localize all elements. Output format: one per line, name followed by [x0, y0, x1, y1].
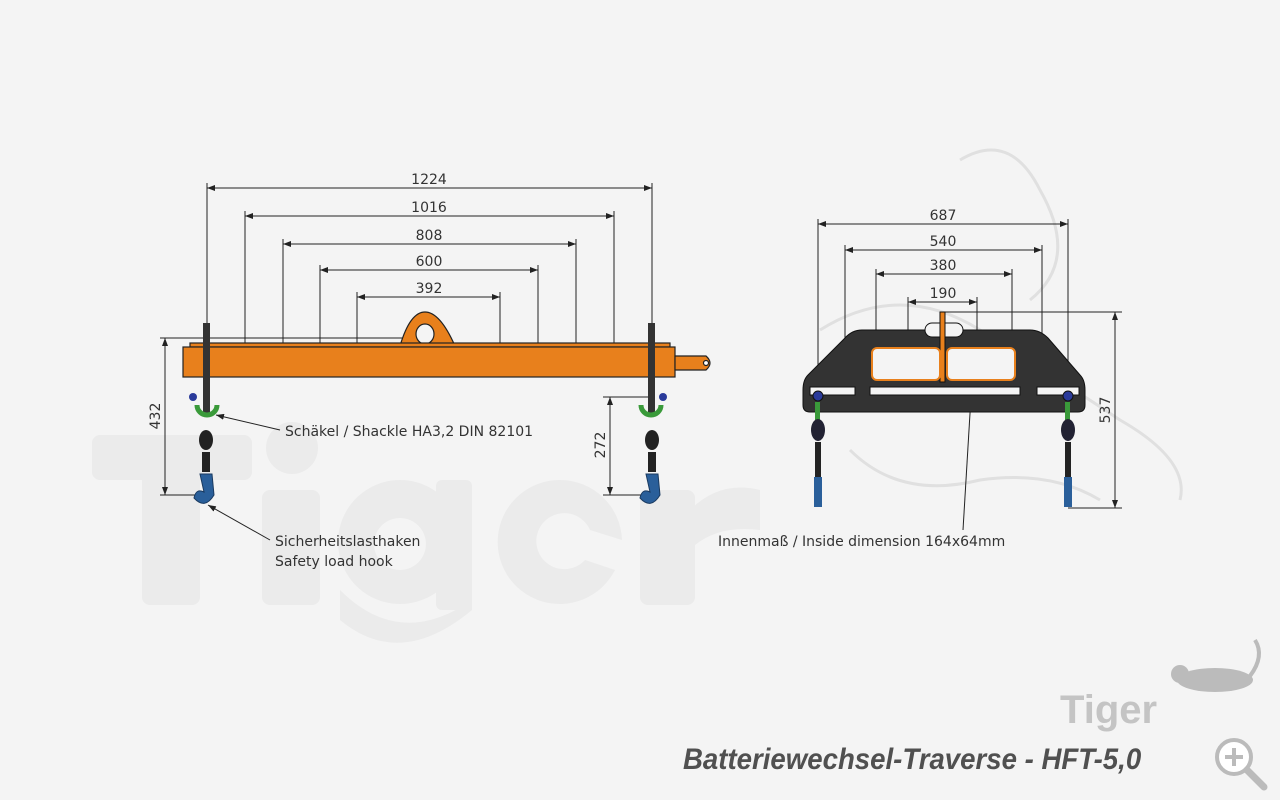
right-hook-assembly [638, 323, 667, 504]
end-view-hooks [811, 402, 1075, 507]
dim-537: 537 [1098, 397, 1114, 424]
left-hook-assembly [189, 323, 220, 504]
tiger-sketch-watermark [819, 148, 1183, 502]
dim-600: 600 [416, 254, 443, 270]
dim-808: 808 [416, 228, 443, 244]
product-title: Batteriewechsel-Traverse - HFT-5,0 [683, 743, 1142, 776]
tiger-watermark [92, 422, 760, 643]
hook-label-de: Sicherheitslasthaken [275, 534, 420, 550]
dim-1016: 1016 [411, 200, 447, 216]
dim-540: 540 [930, 234, 957, 250]
dim-392: 392 [416, 281, 443, 297]
shackle-label: Schäkel / Shackle HA3,2 DIN 82101 [285, 424, 533, 440]
dim-687: 687 [930, 208, 957, 224]
dim-1224: 1224 [411, 172, 447, 188]
dim-272: 272 [593, 432, 609, 459]
dim-432: 432 [148, 403, 164, 430]
zoom-in-icon [1215, 738, 1268, 791]
tiger-logo-text: Tiger [1060, 688, 1158, 732]
dim-380: 380 [930, 258, 957, 274]
zoom-button[interactable] [1212, 735, 1270, 793]
traverse-beam [182, 311, 711, 378]
inside-dimension-label: Innenmaß / Inside dimension 164x64mm [718, 534, 1005, 550]
tiger-logo-icon [1171, 638, 1261, 692]
end-plate [802, 311, 1086, 413]
hook-label-en: Safety load hook [275, 554, 394, 570]
dim-190: 190 [930, 286, 957, 302]
